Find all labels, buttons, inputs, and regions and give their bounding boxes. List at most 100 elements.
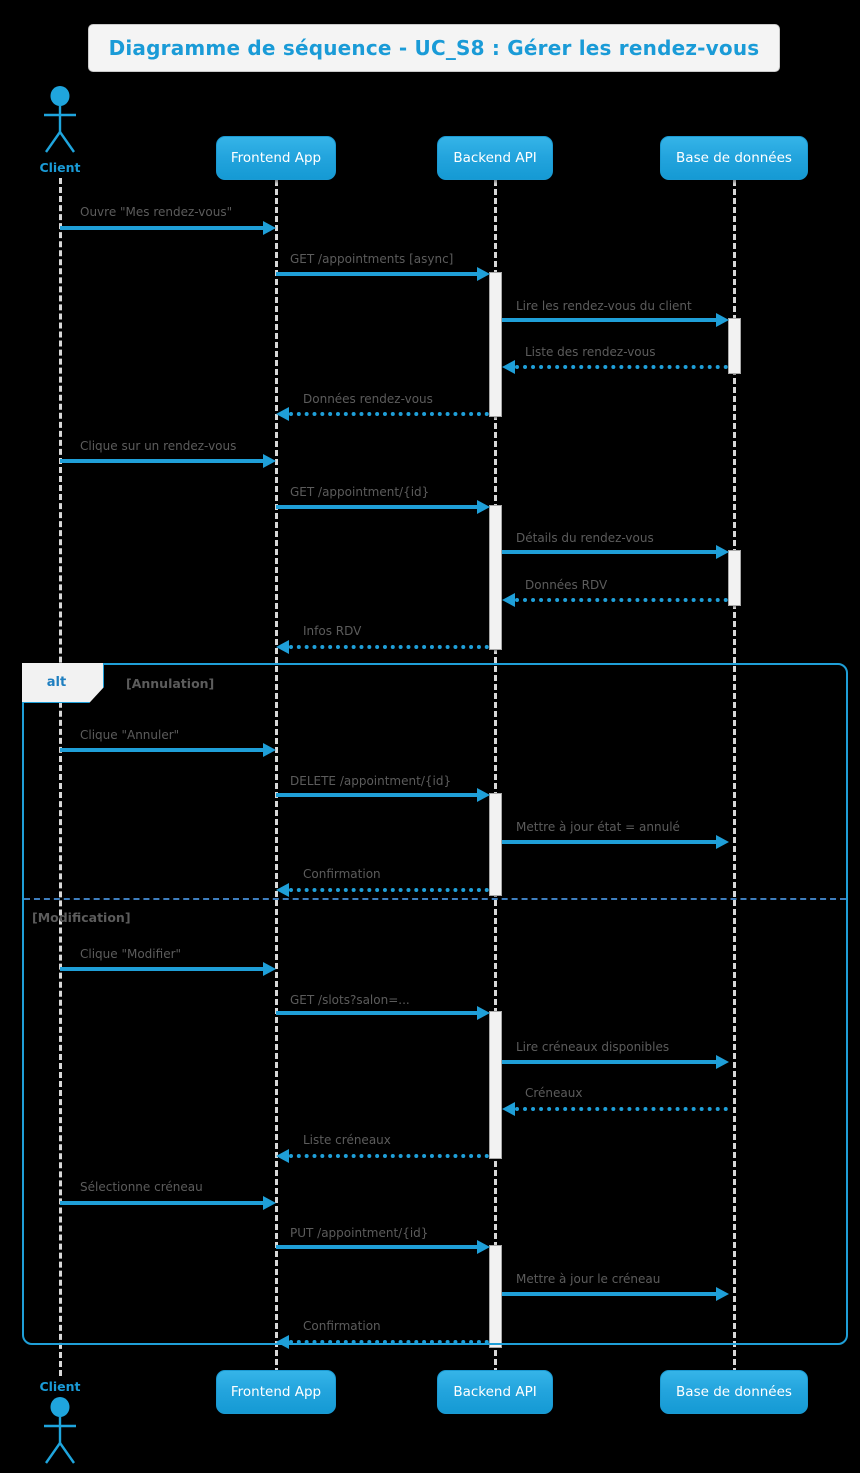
message-arrowhead-19 — [276, 1149, 289, 1163]
message-arrowhead-18 — [502, 1102, 515, 1116]
actor-stick-figure-icon — [44, 86, 76, 153]
message-line-5 — [289, 412, 489, 416]
participant-backend-bottom[interactable]: Backend API — [437, 1370, 553, 1414]
activation-backend-3 — [489, 793, 502, 896]
message-label-8: Détails du rendez-vous — [516, 531, 654, 545]
diagram-title-box: Diagramme de séquence - UC_S8 : Gérer le… — [88, 24, 780, 72]
participant-frontend-top-label: Frontend App — [230, 150, 322, 166]
lifeline-client — [59, 178, 62, 1376]
lifeline-frontend — [275, 180, 278, 1374]
participant-db-top[interactable]: Base de données — [660, 136, 808, 180]
message-arrowhead-12 — [477, 788, 490, 802]
message-line-16 — [276, 1011, 478, 1015]
message-line-23 — [289, 1340, 489, 1344]
message-line-7 — [276, 505, 478, 509]
message-line-1 — [60, 226, 264, 230]
participant-frontend-bottom-label: Frontend App — [230, 1384, 322, 1400]
page-title: Diagramme de séquence - UC_S8 : Gérer le… — [108, 36, 760, 60]
message-label-10: Infos RDV — [303, 624, 362, 638]
participant-db-bottom[interactable]: Base de données — [660, 1370, 808, 1414]
message-line-2 — [276, 272, 478, 276]
message-line-19 — [289, 1154, 489, 1158]
message-arrowhead-7 — [477, 500, 490, 514]
participant-backend-bottom-label: Backend API — [453, 1384, 537, 1400]
activation-backend-4 — [489, 1011, 502, 1159]
message-arrowhead-6 — [263, 454, 276, 468]
message-label-11: Clique "Annuler" — [80, 728, 180, 742]
message-arrowhead-8 — [716, 545, 729, 559]
message-label-3: Lire les rendez-vous du client — [516, 299, 692, 313]
message-arrowhead-13 — [716, 835, 729, 849]
message-label-7: GET /appointment/{id} — [290, 485, 430, 499]
actor-client-bottom — [37, 1397, 83, 1467]
message-arrowhead-16 — [477, 1006, 490, 1020]
message-label-12: DELETE /appointment/{id} — [290, 774, 452, 788]
alt-branch-1-condition: [Annulation] — [126, 676, 215, 691]
message-line-17 — [502, 1060, 717, 1064]
message-arrowhead-5 — [276, 407, 289, 421]
activation-db-2 — [728, 550, 741, 606]
message-line-20 — [60, 1201, 264, 1205]
message-line-10 — [289, 645, 489, 649]
message-line-3 — [502, 318, 717, 322]
alt-fragment-operator-tab: alt — [22, 663, 104, 703]
message-arrowhead-9 — [502, 593, 515, 607]
message-line-18 — [515, 1107, 728, 1111]
message-label-15: Clique "Modifier" — [80, 947, 182, 961]
message-arrowhead-20 — [263, 1196, 276, 1210]
participant-backend-top-label: Backend API — [453, 150, 537, 166]
message-label-6: Clique sur un rendez-vous — [80, 439, 237, 453]
message-line-22 — [502, 1292, 717, 1296]
message-label-5: Données rendez-vous — [303, 392, 433, 406]
message-arrowhead-23 — [276, 1335, 289, 1349]
message-line-12 — [276, 793, 478, 797]
actor-client-top-label: Client — [39, 160, 81, 175]
activation-db-1 — [728, 318, 741, 374]
message-arrowhead-21 — [477, 1240, 490, 1254]
message-label-19: Liste créneaux — [303, 1133, 391, 1147]
message-arrowhead-4 — [502, 360, 515, 374]
activation-backend-5 — [489, 1245, 502, 1348]
lifeline-db — [733, 180, 736, 1374]
message-label-1: Ouvre "Mes rendez-vous" — [80, 205, 233, 219]
participant-frontend-bottom[interactable]: Frontend App — [216, 1370, 336, 1414]
actor-client-top — [37, 86, 83, 156]
message-line-11 — [60, 748, 264, 752]
message-label-20: Sélectionne créneau — [80, 1180, 203, 1194]
message-arrowhead-17 — [716, 1055, 729, 1069]
actor-stick-figure-icon — [44, 1397, 76, 1464]
participant-db-top-label: Base de données — [676, 150, 792, 166]
message-arrowhead-3 — [716, 313, 729, 327]
message-label-9: Données RDV — [525, 578, 608, 592]
message-line-21 — [276, 1245, 478, 1249]
message-label-21: PUT /appointment/{id} — [290, 1226, 429, 1240]
alt-fragment-box — [22, 663, 848, 1345]
message-label-16: GET /slots?salon=... — [290, 993, 410, 1007]
message-label-13: Mettre à jour état = annulé — [516, 820, 680, 834]
activation-backend-1 — [489, 272, 502, 417]
message-arrowhead-15 — [263, 962, 276, 976]
activation-backend-2 — [489, 505, 502, 650]
message-arrowhead-14 — [276, 883, 289, 897]
alt-branch-2-condition: [Modification] — [32, 910, 131, 925]
message-label-2: GET /appointments [async] — [290, 252, 454, 266]
participant-backend-top[interactable]: Backend API — [437, 136, 553, 180]
message-line-9 — [515, 598, 728, 602]
message-label-4: Liste des rendez-vous — [525, 345, 656, 359]
message-label-23: Confirmation — [303, 1319, 381, 1333]
lifeline-backend — [494, 180, 497, 1374]
alt-branch-divider — [24, 898, 846, 900]
alt-fragment-operator-label: alt — [46, 675, 67, 690]
message-label-14: Confirmation — [303, 867, 381, 881]
message-line-15 — [60, 967, 264, 971]
message-line-4 — [515, 365, 728, 369]
message-arrowhead-10 — [276, 640, 289, 654]
message-label-18: Créneaux — [525, 1086, 583, 1100]
message-arrowhead-2 — [477, 267, 490, 281]
participant-frontend-top[interactable]: Frontend App — [216, 136, 336, 180]
message-line-14 — [289, 888, 489, 892]
message-arrowhead-11 — [263, 743, 276, 757]
message-label-17: Lire créneaux disponibles — [516, 1040, 670, 1054]
message-arrowhead-22 — [716, 1287, 729, 1301]
message-label-22: Mettre à jour le créneau — [516, 1272, 661, 1286]
